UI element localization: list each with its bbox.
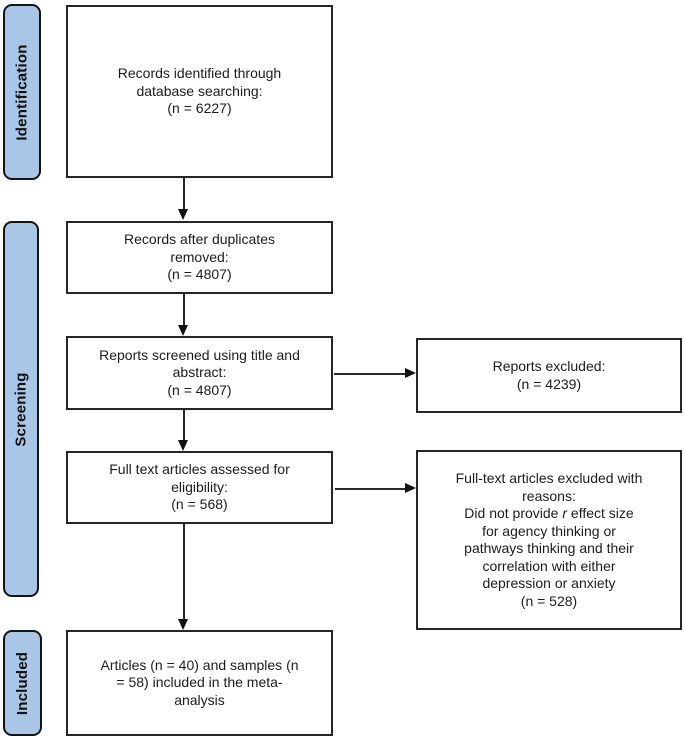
flow-box-included-in-meta-analysis: Articles (n = 40) and samples (n = 58) i…	[66, 630, 333, 736]
flow-box-reports-excluded-text: Reports excluded: (n = 4239)	[492, 358, 606, 392]
arrow-identified-to-deduplicated	[183, 178, 185, 209]
flow-box-fulltext-assessed-text: Full text articles assessed for eligibil…	[109, 461, 290, 513]
arrowhead-screened-to-fulltext	[178, 440, 188, 451]
fulltext-excluded-before: Full-text articles excluded with reasons…	[455, 470, 643, 521]
flow-box-reports-excluded: Reports excluded: (n = 4239)	[416, 338, 682, 413]
arrowhead-identified-to-deduplicated	[178, 209, 188, 220]
arrowhead-fulltext-to-included	[178, 619, 188, 630]
stage-bracket-screening: Screening	[3, 221, 39, 597]
flow-box-fulltext-excluded: Full-text articles excluded with reasons…	[416, 450, 682, 630]
flow-box-fulltext-excluded-text: Full-text articles excluded with reasons…	[456, 470, 643, 610]
arrow-deduplicated-to-screened	[183, 294, 185, 325]
flow-box-duplicates-removed-text: Records after duplicates removed: (n = 4…	[124, 231, 275, 283]
flow-box-records-identified: Records identified through database sear…	[66, 5, 333, 178]
arrow-fulltext-to-fulltext-excluded	[335, 488, 405, 490]
flow-box-fulltext-assessed: Full text articles assessed for eligibil…	[66, 451, 333, 524]
stage-bracket-identification: Identification	[3, 4, 41, 180]
arrow-screened-to-reports-excluded	[334, 373, 405, 375]
arrowhead-fulltext-to-fulltext-excluded	[405, 483, 416, 493]
stage-label-identification: Identification	[13, 43, 31, 141]
arrowhead-deduplicated-to-screened	[178, 325, 188, 336]
stage-bracket-included: Included	[3, 630, 42, 736]
fulltext-excluded-italic-r: r	[562, 505, 568, 521]
flow-box-records-identified-text: Records identified through database sear…	[117, 65, 282, 117]
flow-box-duplicates-removed: Records after duplicates removed: (n = 4…	[66, 221, 333, 294]
arrowhead-screened-to-reports-excluded	[405, 368, 416, 378]
stage-label-screening: Screening	[12, 371, 30, 447]
stage-label-included: Included	[14, 651, 31, 715]
flow-box-reports-screened: Reports screened using title and abstrac…	[66, 336, 333, 410]
fulltext-excluded-after: effect size for agency thinking or pathw…	[464, 505, 634, 609]
arrow-screened-to-fulltext	[183, 410, 185, 440]
arrow-fulltext-to-included	[183, 524, 185, 619]
flow-box-reports-screened-text: Reports screened using title and abstrac…	[99, 346, 300, 398]
flow-box-included-text: Articles (n = 40) and samples (n = 58) i…	[100, 656, 299, 708]
